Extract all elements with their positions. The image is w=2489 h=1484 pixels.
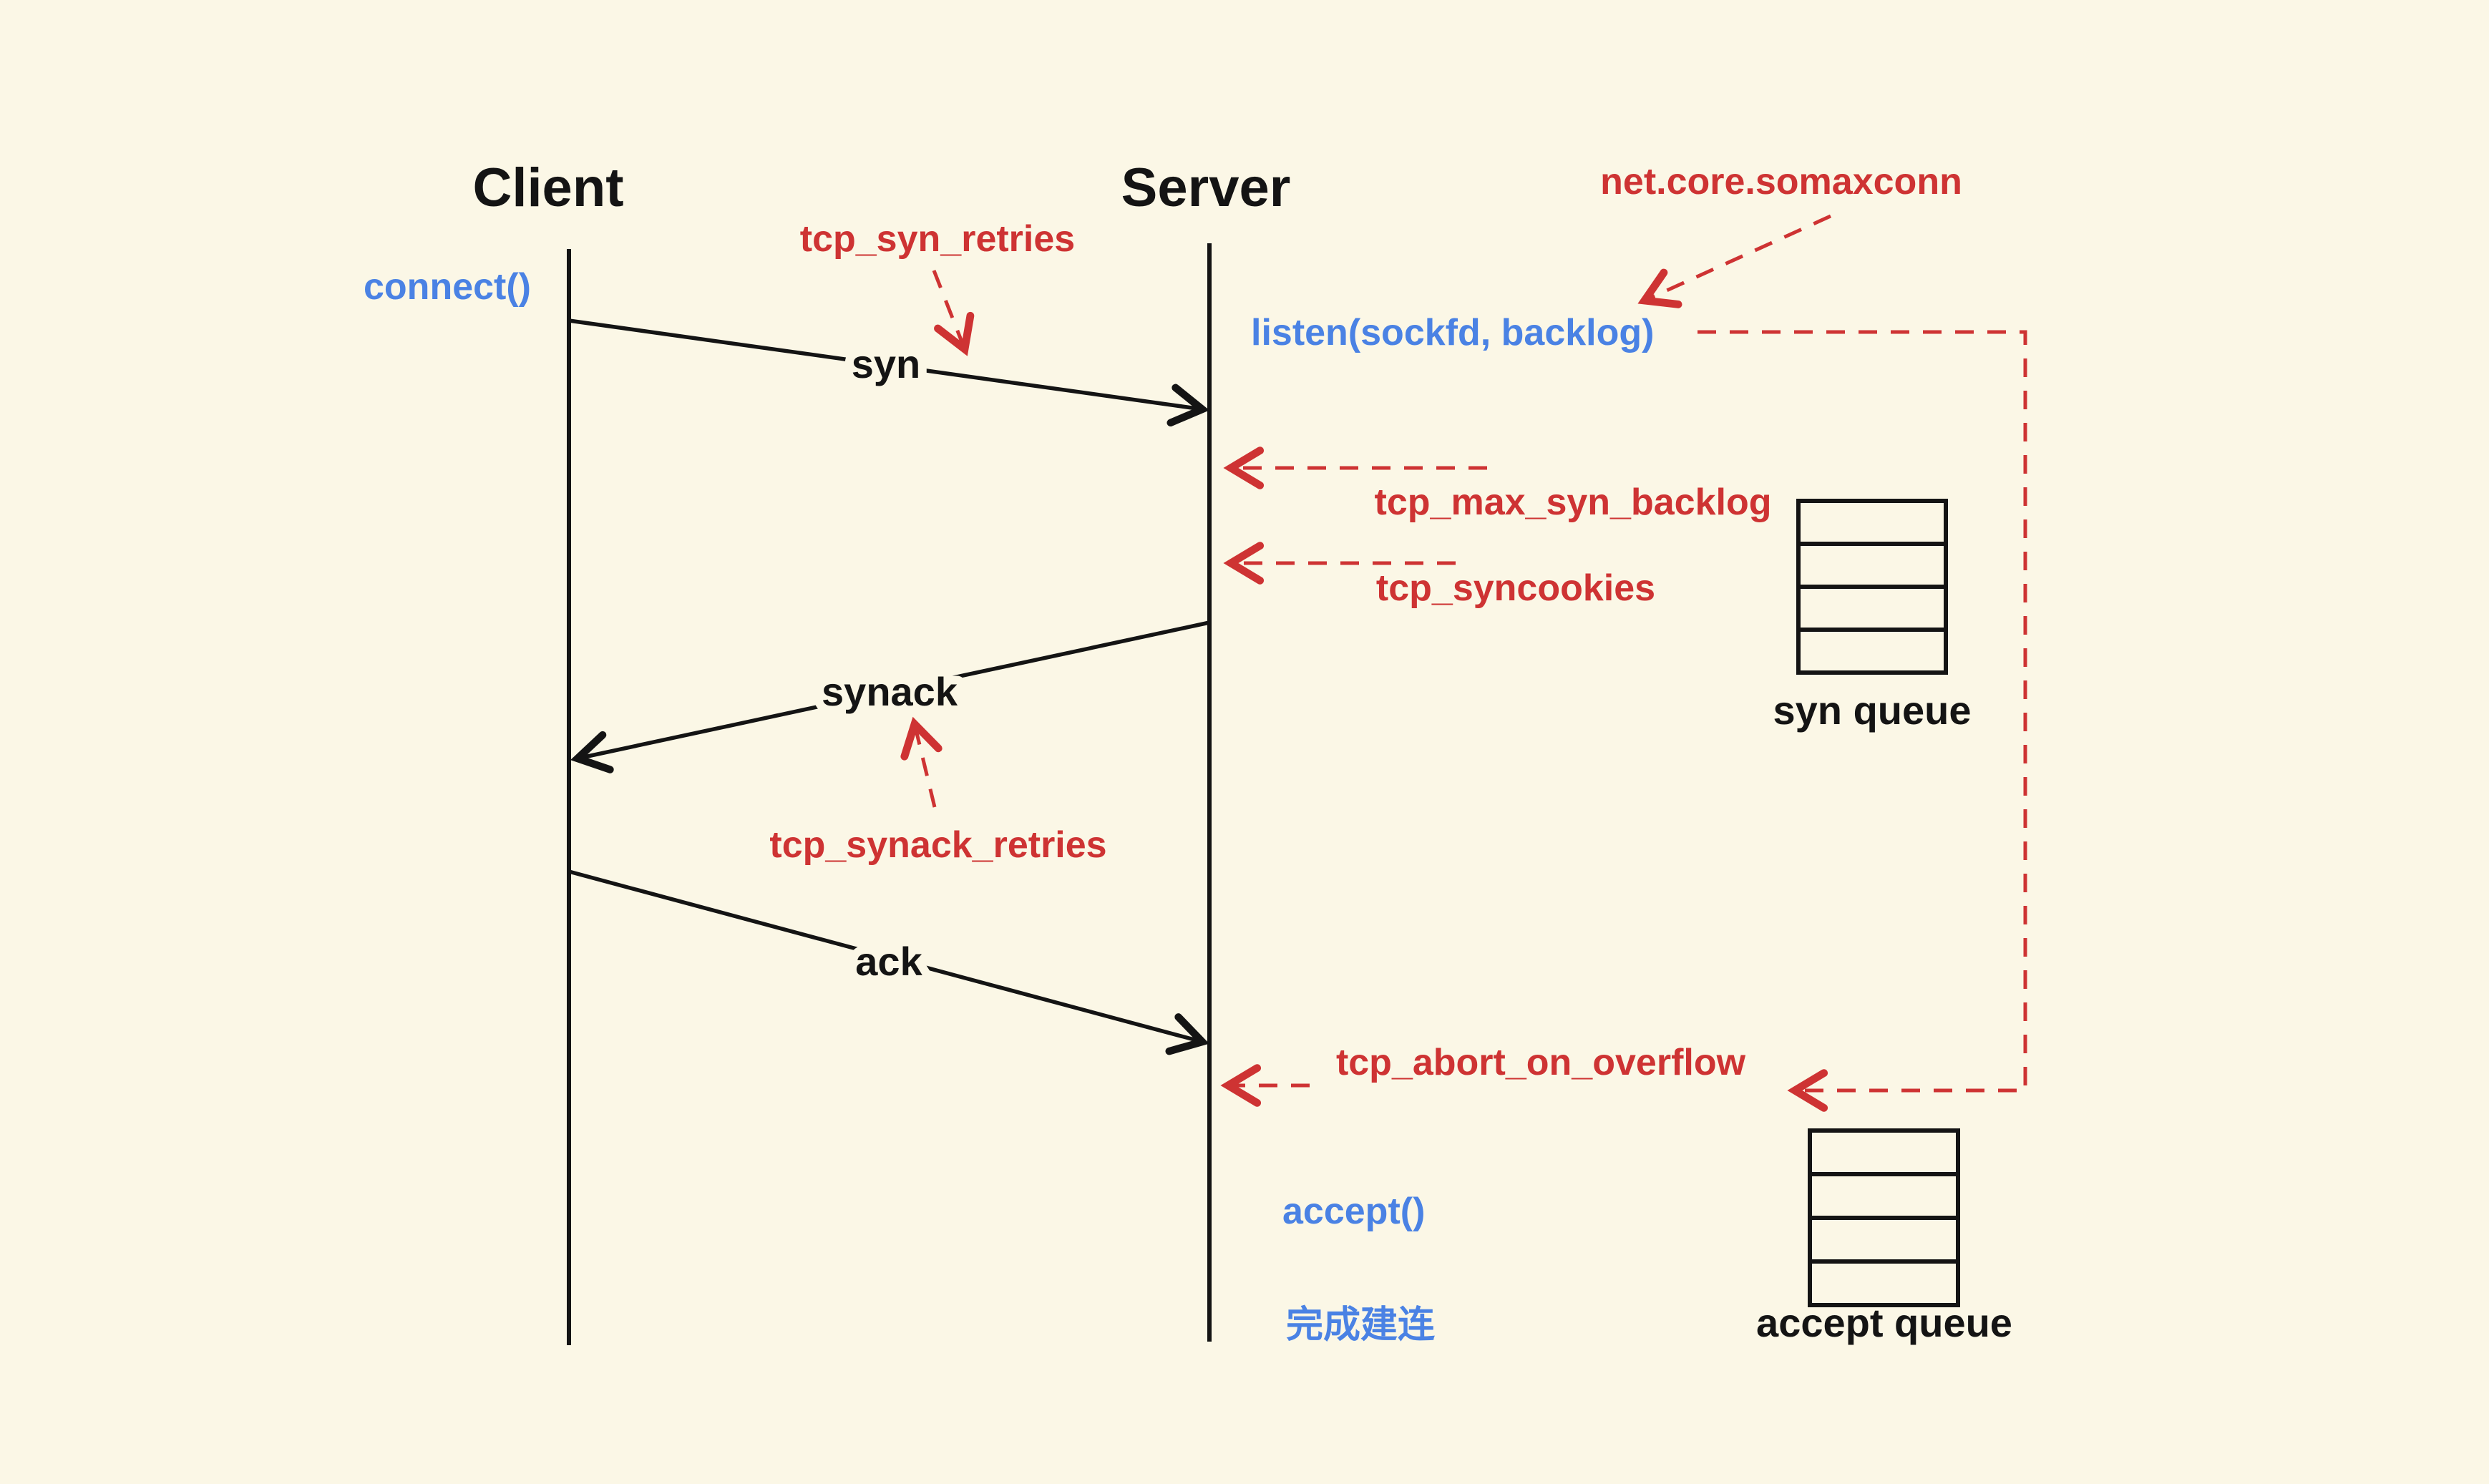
- tcp-syn-retries-pointer: [932, 270, 975, 356]
- accept-queue-box: [1808, 1128, 1960, 1307]
- accept-queue-label: accept queue: [1756, 1300, 2012, 1345]
- syn-queue-label: syn queue: [1773, 688, 1972, 733]
- ack-message-label: ack: [855, 939, 922, 984]
- synack-arrow: [570, 620, 1210, 773]
- connection-established-label: 完成建连: [1286, 1304, 1435, 1346]
- tcp-max-syn-backlog-label: tcp_max_syn_backlog: [1375, 482, 1772, 523]
- server-title: Server: [1121, 157, 1291, 218]
- syn-arrow: [568, 318, 1210, 427]
- somaxconn-pointer: [1637, 214, 1832, 308]
- connect-call-label: connect(): [364, 266, 531, 308]
- client-title: Client: [472, 157, 623, 218]
- tcp-synack-retries-label: tcp_synack_retries: [769, 824, 1106, 866]
- syn-message-label: syn: [852, 341, 921, 386]
- ack-arrow: [568, 869, 1209, 1055]
- tcp-syncookies-label: tcp_syncookies: [1376, 567, 1655, 609]
- synack-message-label: synack: [822, 669, 958, 714]
- accept-call-label: accept(): [1282, 1191, 1425, 1232]
- tcp-syn-retries-label: tcp_syn_retries: [800, 218, 1075, 260]
- listen-call-label: listen(sockfd, backlog): [1251, 312, 1654, 353]
- syn-queue-box: [1796, 499, 1948, 675]
- tcp-abort-on-overflow-label: tcp_abort_on_overflow: [1336, 1042, 1746, 1083]
- tcp-synack-retries-pointer: [900, 716, 942, 808]
- somaxconn-label: net.core.somaxconn: [1600, 161, 1962, 202]
- listen-backlog-route: [1698, 330, 2027, 1112]
